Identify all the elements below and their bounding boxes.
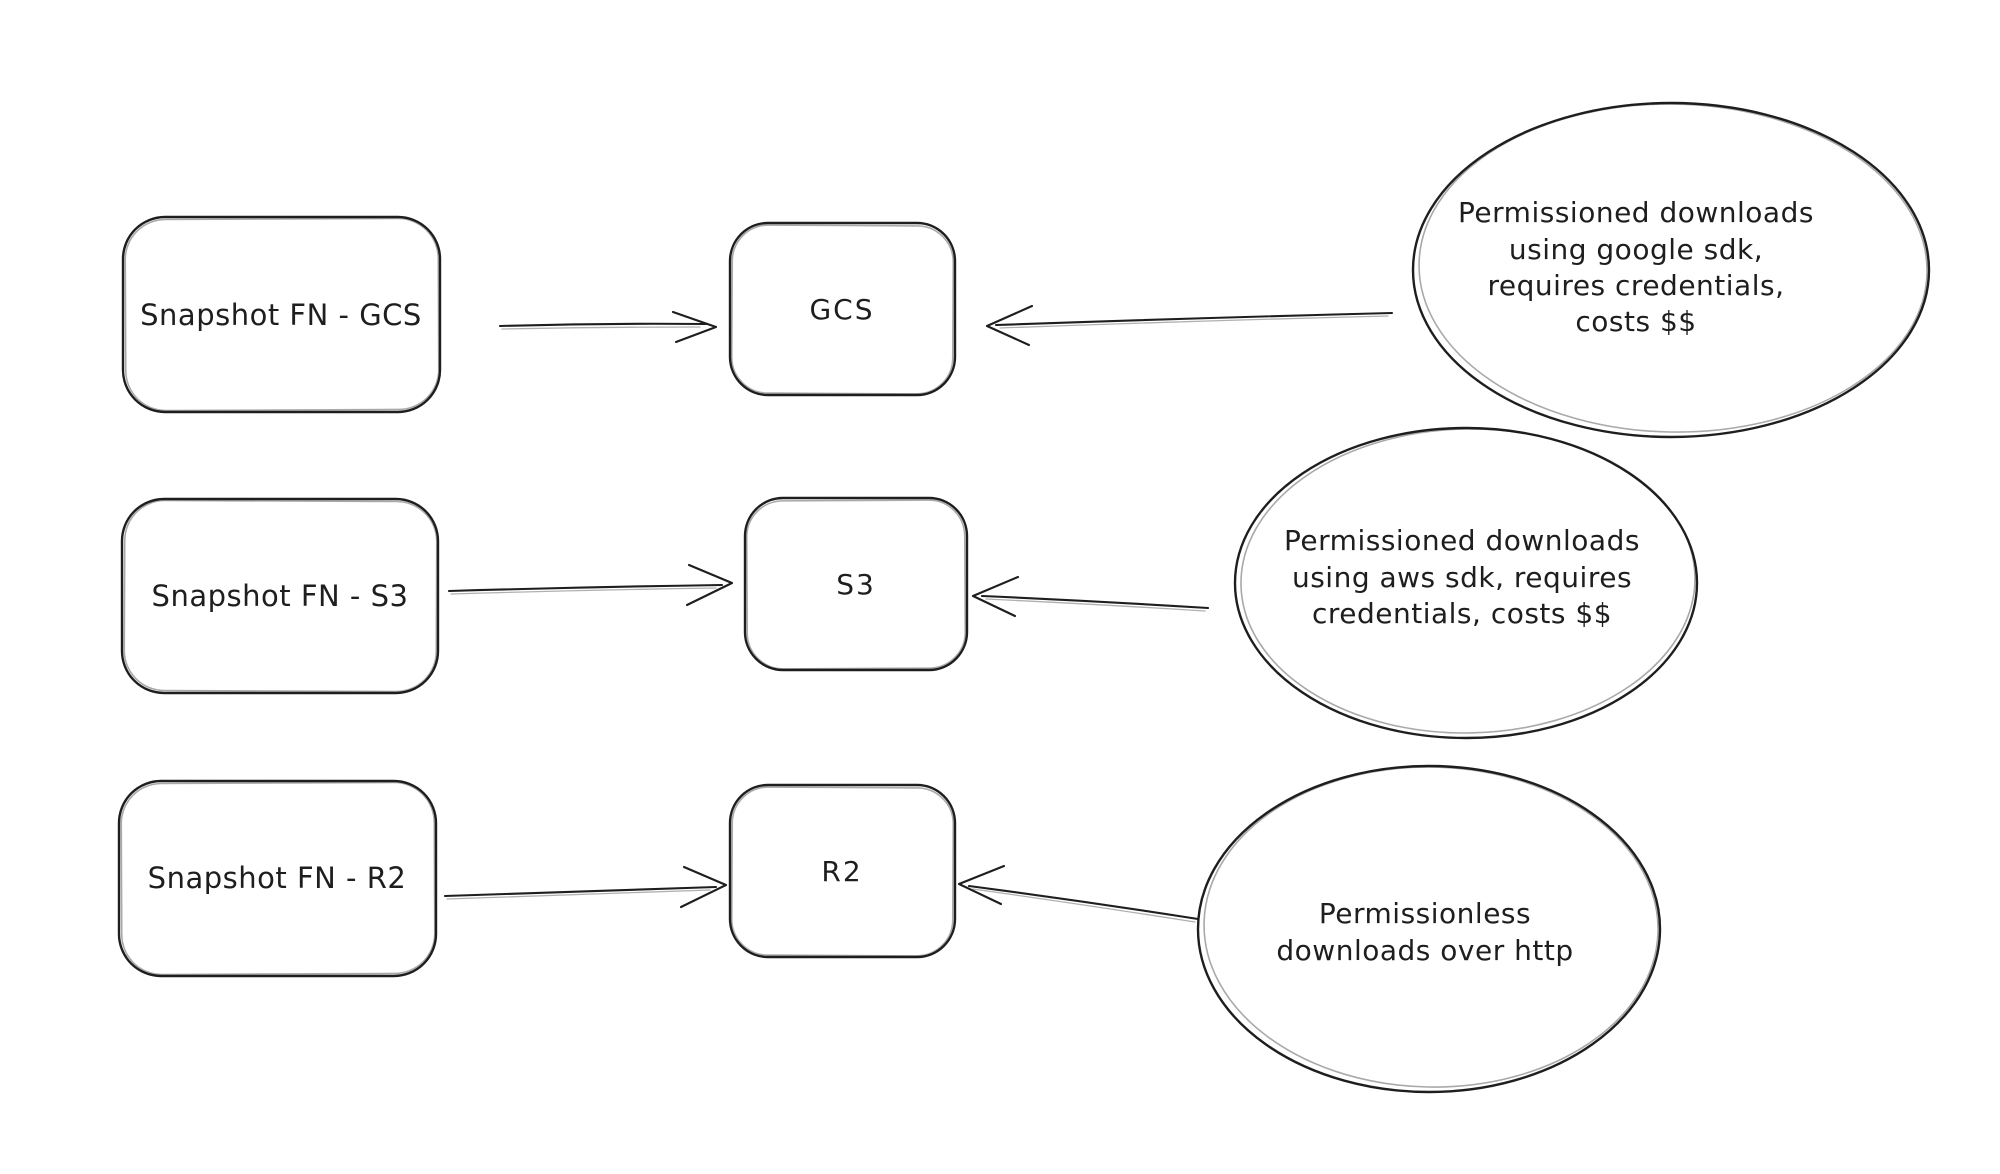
arrow-head: [957, 864, 1006, 906]
gcs-note-line: Permissioned downloads: [1458, 196, 1814, 229]
node-s3[interactable]: S3: [743, 496, 969, 672]
snapshot-gcs-label: Snapshot FN - GCS: [140, 298, 422, 332]
s3-note-line: using aws sdk, requires: [1292, 561, 1632, 594]
node-snapshot-fn-s3[interactable]: Snapshot FN - S3: [120, 497, 440, 695]
gcs-note-line: requires credentials,: [1488, 269, 1785, 302]
arrow-shaft: [994, 311, 1394, 327]
gcs-note-line: costs $$: [1575, 305, 1696, 338]
arrow-head: [985, 304, 1034, 347]
snapshot-gcs-box-ghost: [124, 217, 440, 412]
node-snapshot-fn-gcs[interactable]: Snapshot FN - GCS: [121, 215, 442, 414]
arrow-s3-note-to-s3[interactable]: [971, 575, 1210, 618]
node-snapshot-fn-r2[interactable]: Snapshot FN - R2: [117, 779, 438, 978]
gcs-note-line: using google sdk,: [1509, 233, 1763, 266]
r2-box-ghost: [730, 786, 955, 957]
r2-note-ellipse[interactable]: [1196, 764, 1662, 1094]
arrow-shaft-ghost: [999, 315, 1389, 329]
snapshot-r2-box-ghost: [120, 781, 436, 976]
r2-label: R2: [821, 855, 862, 888]
snapshot-gcs-box[interactable]: [121, 215, 442, 414]
arrow-gcs-note-to-gcs[interactable]: [985, 304, 1394, 347]
r2-box[interactable]: [728, 783, 957, 959]
arrow-shaft: [498, 322, 708, 328]
arrow-snapshot-r2-to-r2[interactable]: [443, 865, 728, 909]
snapshot-r2-box[interactable]: [117, 779, 438, 978]
gcs-box-ghost: [730, 224, 955, 395]
arrow-shaft-ghost: [985, 598, 1206, 612]
arrow-shaft: [443, 885, 718, 898]
arrow-shaft: [967, 884, 1200, 921]
arrow-head: [685, 563, 734, 607]
arrow-head: [971, 575, 1020, 618]
note-permissioned-s3[interactable]: Permissioned downloads using aws sdk, re…: [1233, 425, 1699, 740]
s3-note-ellipse[interactable]: [1233, 426, 1699, 740]
arrow-shaft-ghost: [501, 326, 701, 330]
node-r2[interactable]: R2: [728, 783, 957, 959]
gcs-box[interactable]: [728, 221, 957, 397]
note-permissioned-gcs[interactable]: Permissioned downloads using google sdk,…: [1411, 100, 1931, 439]
s3-note-ellipse-ghost: [1240, 428, 1696, 734]
arrow-shaft-ghost: [446, 889, 711, 900]
arrow-head: [679, 865, 728, 909]
s3-note-line: credentials, costs $$: [1312, 597, 1612, 630]
arrow-head: [671, 310, 718, 344]
arrow-shaft-ghost: [450, 587, 717, 595]
node-gcs[interactable]: GCS: [728, 221, 957, 397]
r2-note-line: Permissionless: [1319, 897, 1531, 930]
arrow-snapshot-gcs-to-gcs[interactable]: [498, 310, 718, 344]
gcs-note-ellipse-ghost: [1418, 103, 1928, 433]
snapshot-r2-label: Snapshot FN - R2: [148, 861, 407, 895]
arrow-shaft: [980, 594, 1210, 610]
s3-box-ghost: [745, 499, 967, 670]
snapshot-s3-box[interactable]: [120, 497, 440, 695]
arrow-shaft-ghost: [972, 888, 1196, 923]
s3-label: S3: [836, 568, 876, 601]
s3-note-line: Permissioned downloads: [1284, 524, 1640, 557]
arrow-snapshot-s3-to-s3[interactable]: [447, 563, 734, 607]
r2-note-line: downloads over http: [1276, 934, 1573, 967]
arrow-r2-note-to-r2[interactable]: [957, 864, 1200, 923]
snapshot-s3-box-ghost: [123, 499, 438, 693]
gcs-note-ellipse[interactable]: [1411, 101, 1931, 439]
gcs-label: GCS: [809, 293, 874, 326]
note-permissionless-r2[interactable]: Permissionless downloads over http: [1196, 763, 1662, 1094]
snapshot-s3-label: Snapshot FN - S3: [152, 579, 409, 613]
r2-note-ellipse-ghost: [1203, 766, 1659, 1088]
s3-box[interactable]: [743, 496, 969, 672]
arrow-shaft: [447, 583, 724, 593]
